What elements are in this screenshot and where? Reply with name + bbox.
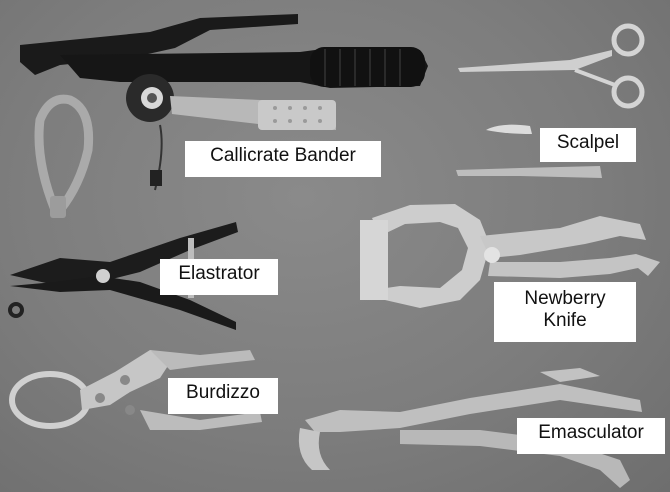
callicrate-bander-tool: [20, 14, 428, 191]
newberry-knife-tool: [360, 204, 660, 308]
emasculator-text: Emasculator: [538, 422, 644, 443]
burdizzo-clamp: [9, 350, 262, 430]
scalpel-label: Scalpel: [540, 128, 636, 162]
rubber-band-loop: [34, 94, 94, 218]
burdizzo-text: Burdizzo: [186, 382, 260, 403]
scalpel-blade: [486, 124, 532, 134]
newberry-knife-text-line1: Newberry: [524, 288, 606, 309]
newberry-knife-label: Newberry Knife: [494, 282, 636, 342]
burdizzo-label: Burdizzo: [168, 378, 278, 414]
elastrator-text: Elastrator: [178, 263, 260, 284]
scalpel-text: Scalpel: [556, 132, 620, 153]
emasculator-label: Emasculator: [517, 418, 665, 454]
newberry-knife-text-line2: Knife: [543, 310, 587, 331]
elastrator-label: Elastrator: [160, 259, 278, 295]
scalpel-handle: [456, 166, 602, 178]
hemostat-forceps: [458, 23, 645, 109]
callicrate-bander-label: Callicrate Bander: [185, 141, 381, 177]
callicrate-bander-text: Callicrate Bander: [210, 145, 356, 166]
rubber-ring: [8, 302, 24, 318]
